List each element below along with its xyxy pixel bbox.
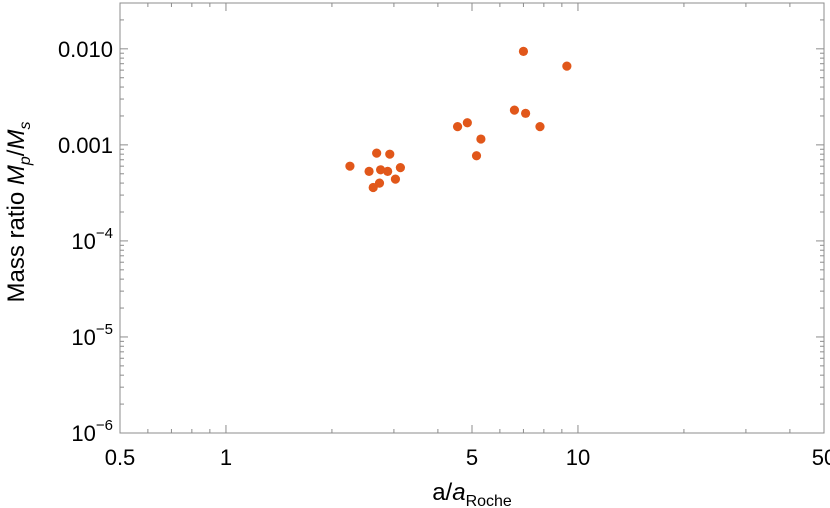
x-axis-label: a/aRoche — [432, 479, 512, 508]
x-tick-labels: 0.5 1 5 10 50 — [105, 445, 830, 470]
y-tick-label: 10−5 — [71, 321, 113, 350]
y-axis-label: Mass ratio Mp/Ms — [3, 122, 34, 303]
plot-frame — [119, 2, 825, 434]
x-tick-label: 1 — [220, 445, 232, 470]
data-point — [535, 121, 545, 132]
x-tick-label: 0.5 — [105, 445, 136, 470]
y-tick-label: 0.010 — [58, 37, 113, 62]
data-point — [374, 178, 385, 188]
data-point — [385, 149, 395, 159]
data-point — [390, 174, 401, 184]
data-point — [452, 121, 463, 132]
data-point — [372, 148, 382, 158]
y-tick-label: 0.001 — [58, 133, 113, 158]
data-point — [471, 151, 482, 161]
data-point — [562, 61, 572, 71]
data-point — [345, 161, 355, 171]
y-tick-label: 10−4 — [71, 225, 113, 254]
data-point — [509, 105, 520, 115]
axis-ticks — [119, 2, 825, 434]
data-point — [395, 162, 405, 173]
data-point — [383, 166, 393, 176]
y-tick-label: 10−6 — [71, 417, 113, 446]
y-tick-labels: 0.010 0.001 10−4 10−5 10−6 — [58, 37, 113, 446]
data-point — [521, 108, 531, 118]
data-point — [476, 134, 486, 144]
x-tick-label: 5 — [466, 445, 478, 470]
x-tick-label: 10 — [566, 445, 590, 470]
data-point — [376, 165, 386, 175]
data-point — [462, 118, 472, 128]
data-point — [518, 46, 529, 57]
data-points — [345, 46, 572, 193]
x-tick-label: 50 — [812, 445, 830, 470]
data-point — [364, 166, 374, 176]
